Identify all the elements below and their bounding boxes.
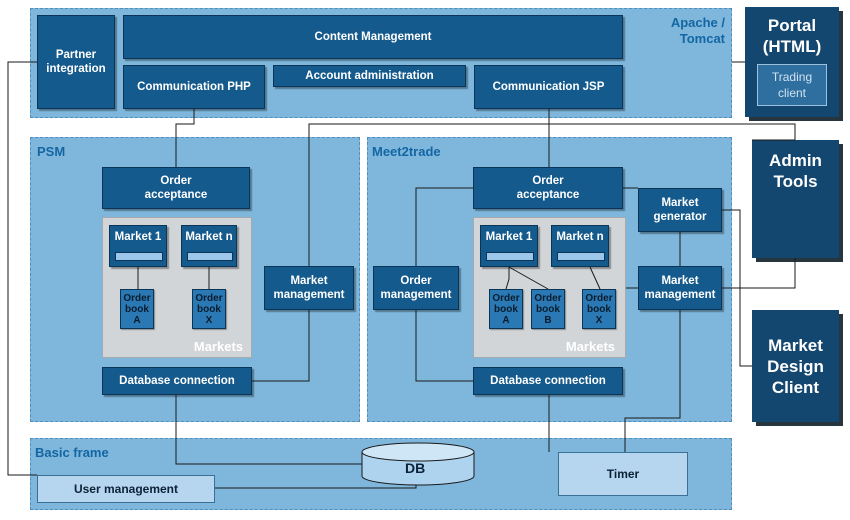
psm-order-book-x-box: Order book X xyxy=(192,289,226,329)
m2t-markets-label: Markets xyxy=(565,339,615,354)
psm-order-book-a-box: Order book A xyxy=(120,289,154,329)
m2t-market-1-label: Market 1 xyxy=(485,231,533,243)
psm-market-management-box: Market management xyxy=(264,266,354,310)
m2t-order-book-x-box: Order book X xyxy=(582,289,616,329)
m2t-order-acceptance-box: Order acceptance xyxy=(473,167,623,209)
portal-panel-label: Portal (HTML) xyxy=(762,16,822,56)
psm-order-acceptance-box: Order acceptance xyxy=(102,167,250,209)
psm-region-label: PSM xyxy=(37,144,66,159)
basic-frame-region-label: Basic frame xyxy=(35,445,109,460)
account-administration-box: Account administration xyxy=(273,65,466,87)
db-label: DB xyxy=(405,460,426,476)
timer-box: Timer xyxy=(558,452,688,496)
psm-markets-label: Markets xyxy=(193,339,243,354)
psm-database-connection-box: Database connection xyxy=(102,367,252,395)
trading-client-box: Trading client xyxy=(757,64,827,106)
m2t-market-management-box: Market management xyxy=(638,266,722,310)
tomcat-region-label: Apache / Tomcat xyxy=(670,15,725,46)
m2t-database-connection-box: Database connection xyxy=(473,367,623,395)
psm-market-n-box: Market n xyxy=(181,225,237,267)
meet2trade-region-label: Meet2trade xyxy=(372,144,441,159)
communication-php-box: Communication PHP xyxy=(123,65,265,109)
admin-tools-panel: Admin Tools xyxy=(752,140,839,258)
psm-market-n-label: Market n xyxy=(185,231,233,243)
m2t-market-generator-box: Market generator xyxy=(638,188,722,232)
user-management-box: User management xyxy=(37,475,215,503)
psm-market-n-bar xyxy=(187,252,233,261)
market-design-client-panel: Market Design Client xyxy=(752,310,839,422)
content-management-box: Content Management xyxy=(123,15,623,59)
m2t-market-n-bar xyxy=(557,252,605,261)
m2t-order-book-a-box: Order book A xyxy=(489,289,523,329)
communication-jsp-box: Communication JSP xyxy=(474,65,623,109)
m2t-order-book-b-box: Order book B xyxy=(531,289,565,329)
m2t-market-n-box: Market n xyxy=(551,225,609,267)
m2t-market-1-box: Market 1 xyxy=(480,225,538,267)
m2t-market-1-bar xyxy=(486,252,534,261)
psm-market-1-label: Market 1 xyxy=(114,231,162,243)
partner-integration-box: Partner integration xyxy=(37,15,115,109)
psm-market-1-bar xyxy=(115,252,163,261)
db-cylinder-icon xyxy=(361,442,475,486)
psm-market-1-box: Market 1 xyxy=(109,225,167,267)
m2t-market-n-label: Market n xyxy=(556,231,604,243)
m2t-order-management-box: Order management xyxy=(373,266,459,310)
